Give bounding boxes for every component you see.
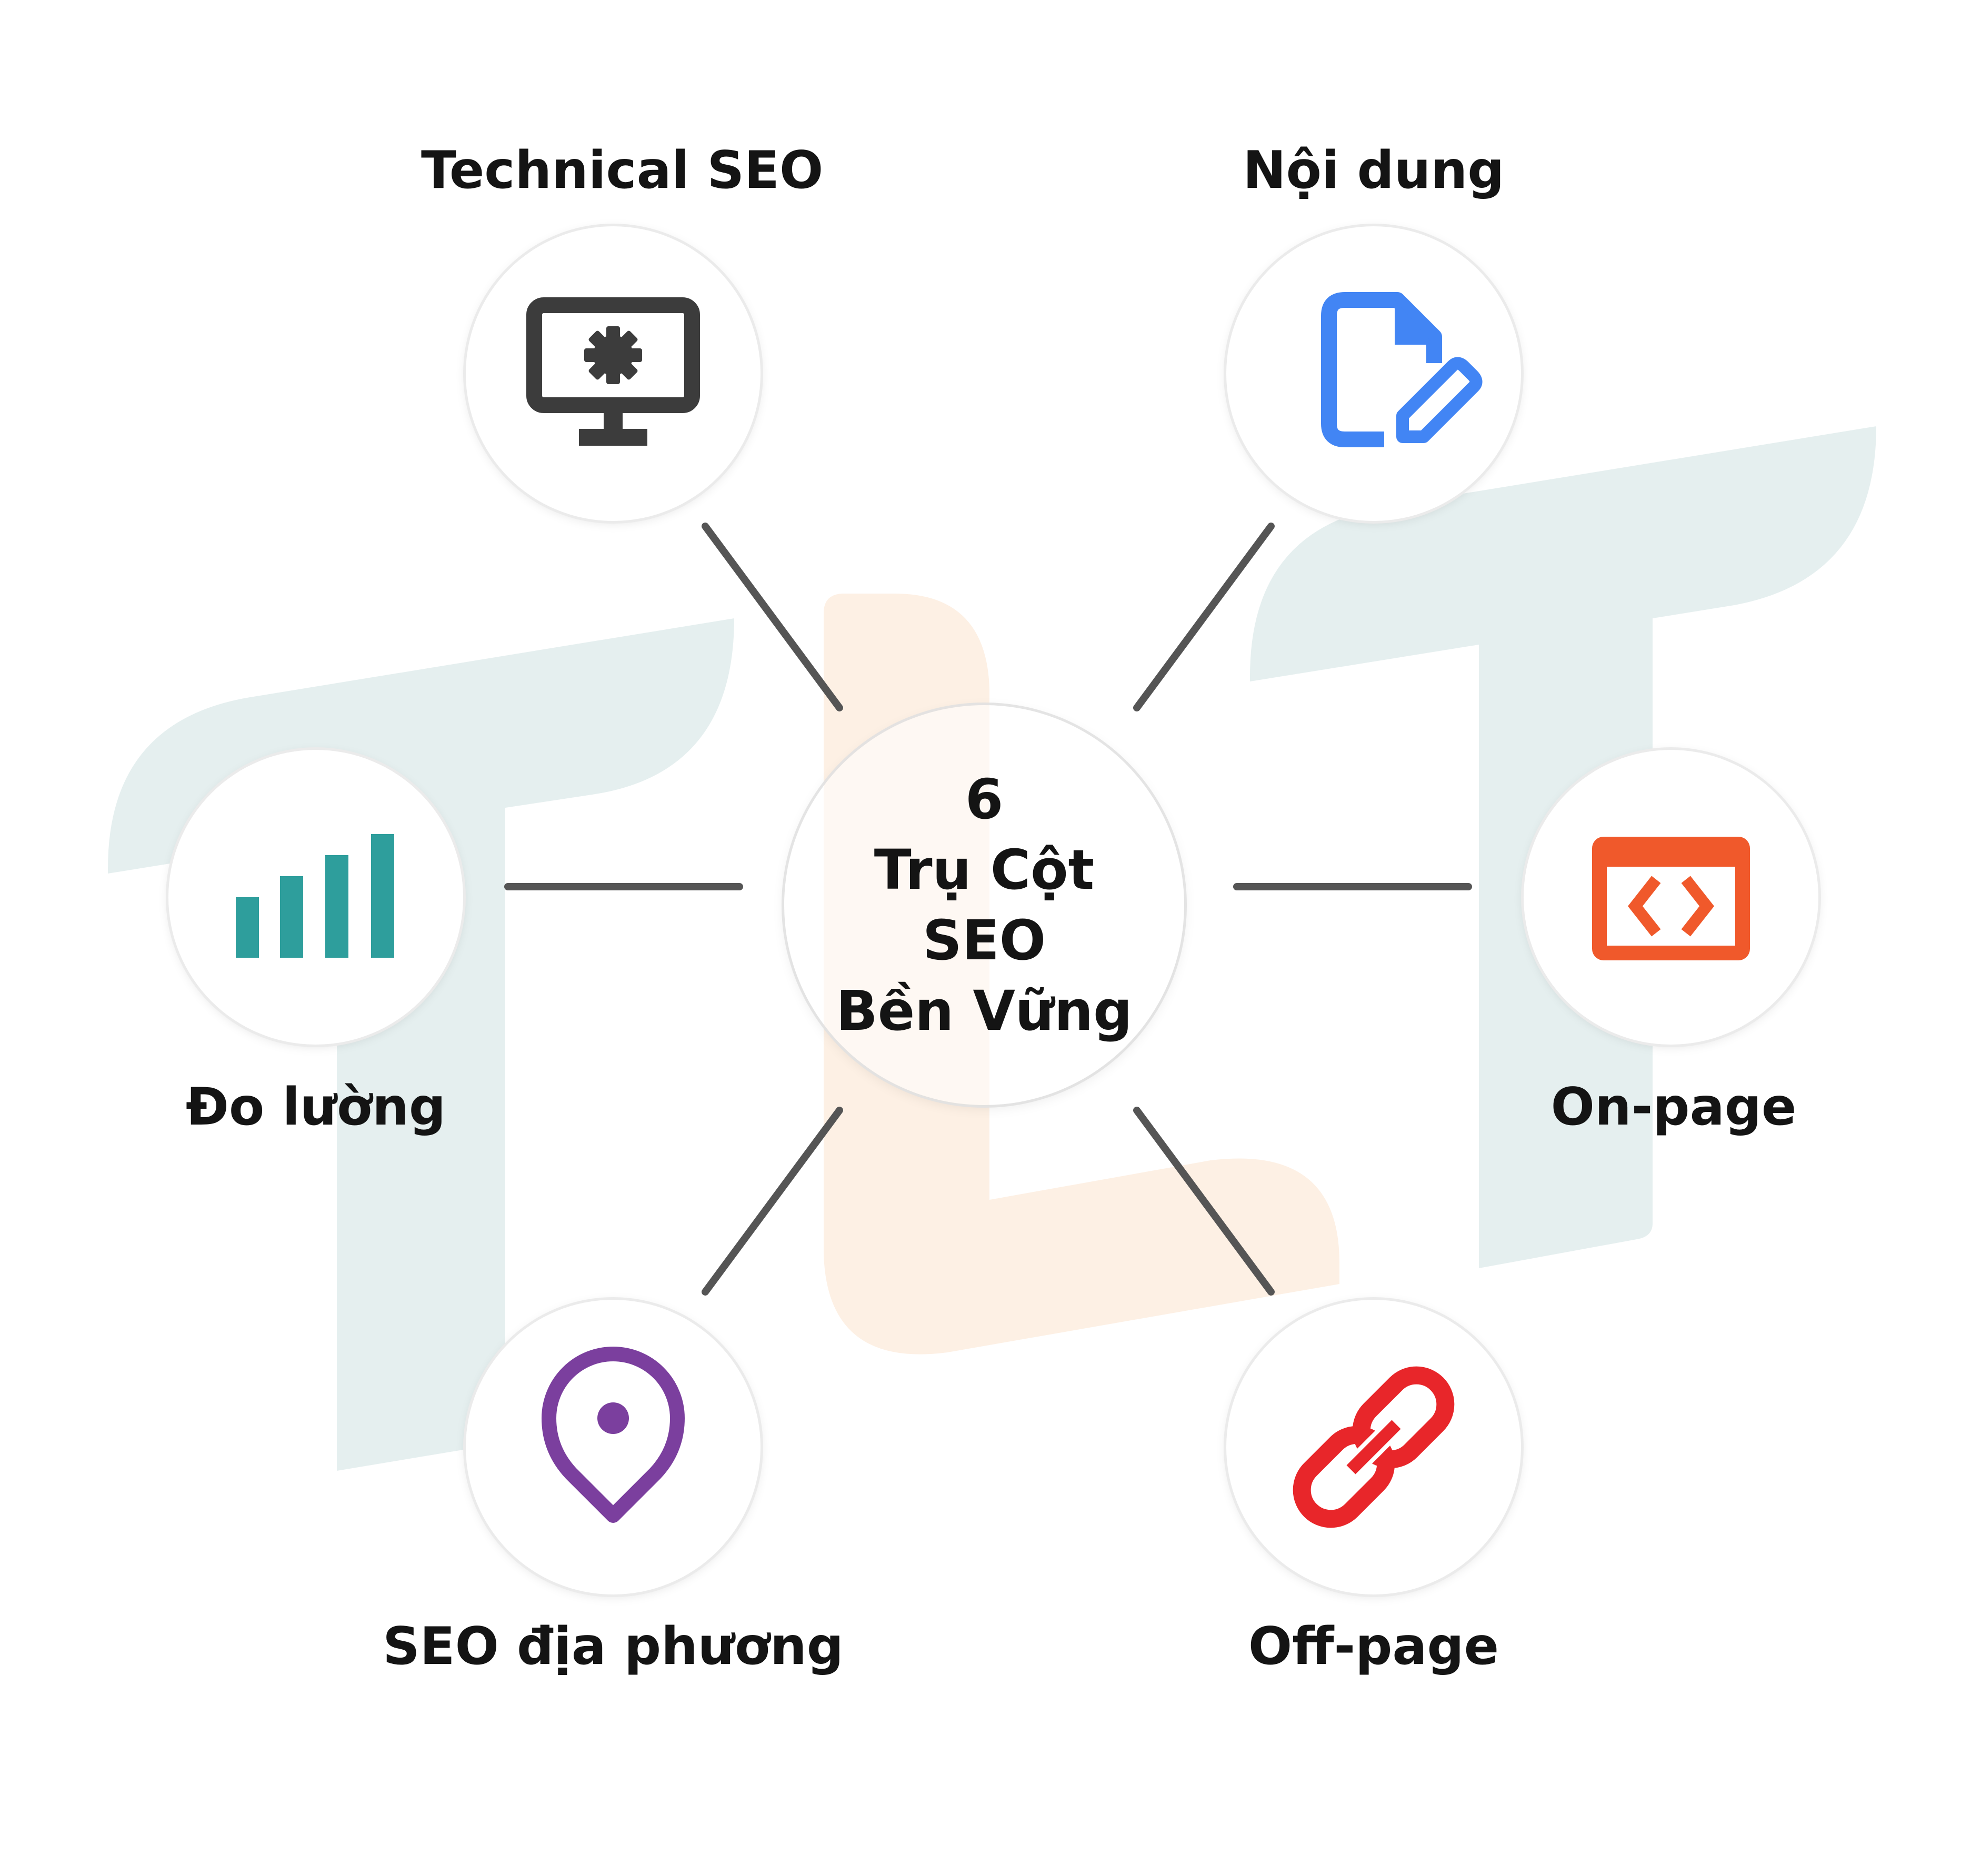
- pillar-onpage-node: [1524, 750, 1818, 1045]
- center-line-3: SEO: [922, 908, 1046, 972]
- pillar-measurement-node: [168, 750, 463, 1045]
- pillar-measurement-label: Đo lường: [185, 1077, 446, 1137]
- pillar-content-label: Nội dung: [1243, 141, 1505, 200]
- connector-content: [1133, 523, 1275, 711]
- connector-local: [702, 1107, 843, 1296]
- center-hub: 6 Trụ Cột SEO Bền Vững: [784, 705, 1184, 1105]
- pillar-technical-label: Technical SEO: [421, 141, 824, 200]
- code-window-icon: [1592, 837, 1750, 960]
- link-icon: [1293, 1366, 1455, 1528]
- pillar-local-node: [466, 1300, 761, 1594]
- location-pin-icon: [542, 1347, 685, 1523]
- center-line-4: Bền Vững: [836, 979, 1133, 1043]
- pillar-onpage-label: On-page: [1550, 1077, 1797, 1137]
- document-edit-icon: [1321, 292, 1483, 447]
- monitor-gear-icon: [526, 297, 700, 446]
- pillar-offpage-label: Off-page: [1248, 1617, 1499, 1677]
- pillar-content-node: [1226, 226, 1521, 521]
- pillar-offpage-node: [1226, 1300, 1521, 1594]
- connector-offpage: [1133, 1107, 1275, 1296]
- center-line-2: Trụ Cột: [874, 838, 1095, 902]
- center-line-1: 6: [965, 767, 1004, 831]
- bar-chart-icon: [236, 834, 394, 958]
- pillar-technical-node: [466, 226, 761, 521]
- center-title: 6 Trụ Cột SEO Bền Vững: [784, 705, 1184, 1105]
- pillar-local-label: SEO địa phương: [383, 1617, 844, 1677]
- connector-technical: [702, 523, 843, 711]
